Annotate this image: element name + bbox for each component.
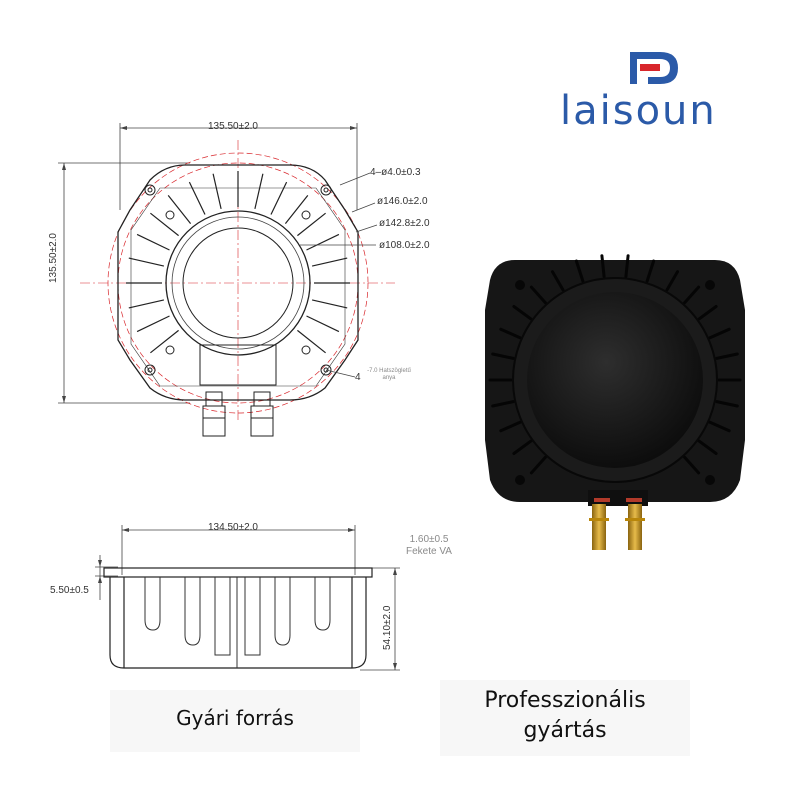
nut-note-line2: anya: [382, 375, 396, 381]
caption-right-line1: Professzionális: [484, 688, 646, 713]
caption-right-line2: gyártás: [523, 718, 607, 743]
side-width-dimension: 134.50±2.0: [208, 522, 258, 533]
top-view-drawing: [58, 123, 395, 437]
middle-diameter-label: ø142.8±2.0: [379, 218, 430, 229]
outer-diameter-label: ø146.0±2.0: [377, 196, 428, 207]
inner-diameter-label: ø108.0±2.0: [379, 240, 430, 251]
laisoun-logo-icon: [630, 52, 678, 84]
thickness-note: 1.60±0.5 Fekete VA: [400, 534, 458, 558]
top-height-dimension: 135.50±2.0: [48, 233, 59, 283]
top-width-dimension: 135.50±2.0: [208, 121, 258, 132]
side-height-dimension: 54.10±2.0: [382, 605, 393, 650]
nut-note: -7.0 Hatszögletű anya: [362, 368, 416, 382]
hole-spec-label: 4–ø4.0±0.3: [370, 167, 421, 178]
exciter-product-photo: [485, 254, 745, 550]
nut-marker: 4: [355, 372, 361, 383]
thickness-note-line2: Fekete VA: [406, 546, 452, 557]
flange-thickness-dimension: 5.50±0.5: [50, 585, 89, 596]
caption-panel-right: [440, 680, 690, 756]
side-view-drawing: [95, 525, 400, 671]
caption-factory-source: Gyári forrás: [176, 706, 294, 730]
caption-professional-production: Professzionális gyártás: [430, 686, 700, 746]
thickness-note-line1: 1.60±0.5: [409, 534, 449, 545]
brand-logo-text: laisoun: [560, 88, 717, 134]
nut-note-line1: -7.0 Hatszögletű: [367, 368, 411, 374]
caption-panel-left: [110, 690, 360, 752]
